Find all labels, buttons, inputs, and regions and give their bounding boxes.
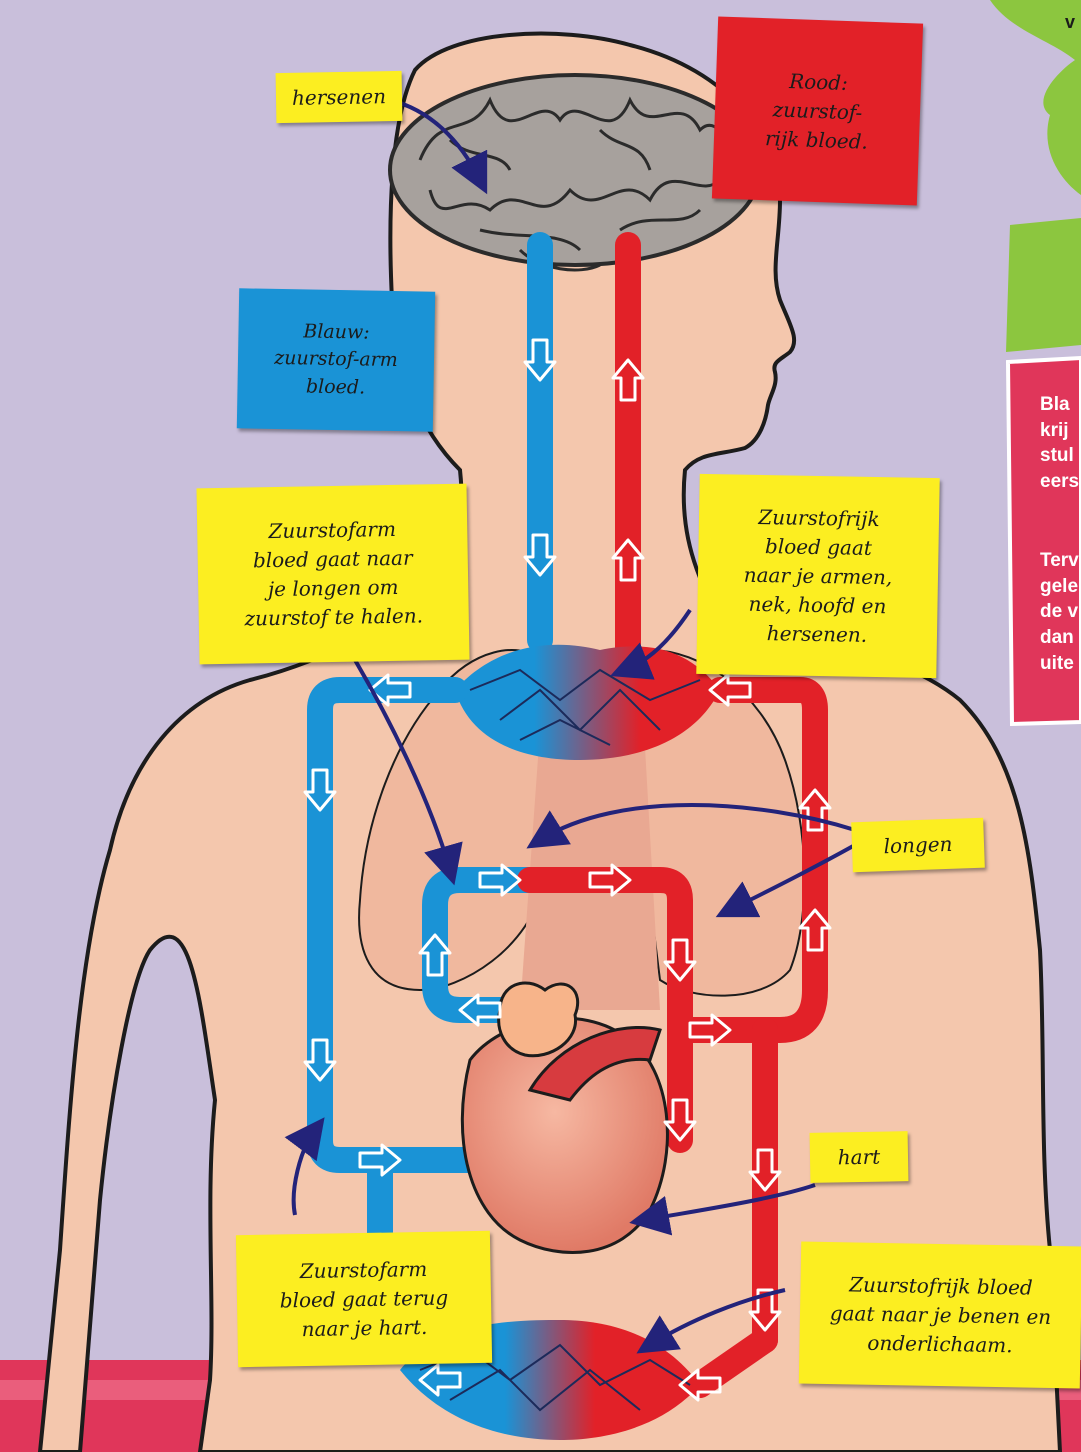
label-blood-to-head: Zuurstofrijk bloed gaat naar je armen, n… [696, 474, 939, 678]
sidebar-top-text: v [1065, 10, 1075, 34]
label-blood-back-to-heart: Zuurstofarm bloed gaat terug naar je har… [236, 1231, 492, 1367]
legend-oxygen-rich: Rood: zuurstof- rijk bloed. [712, 16, 923, 205]
sidebar-text-2: Terv gele de v dan uite [1040, 548, 1079, 676]
green-panel [1006, 218, 1081, 352]
label-brain: hersenen [276, 71, 403, 123]
legend-oxygen-poor: Blauw: zuurstof-arm bloed. [237, 288, 435, 431]
sidebar-text-1: Bla krij stul eers [1040, 392, 1079, 495]
label-heart: hart [810, 1131, 909, 1183]
label-blood-to-legs: Zuurstofrijk bloed gaat naar je benen en… [799, 1242, 1081, 1389]
label-lungs: longen [851, 818, 985, 873]
brain [390, 75, 760, 265]
label-blood-to-lungs: Zuurstofarm bloed gaat naar je longen om… [196, 484, 469, 665]
